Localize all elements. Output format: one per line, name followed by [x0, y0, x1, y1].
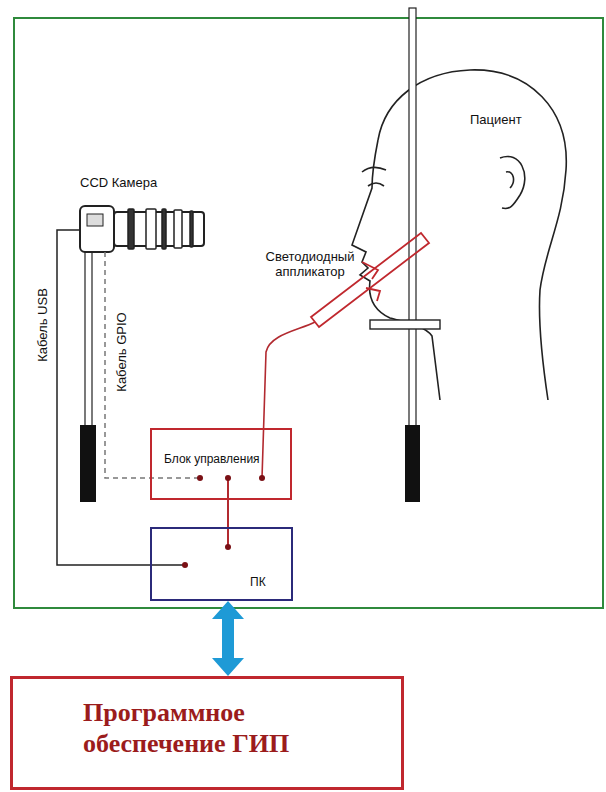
- box-text: ПК: [250, 575, 266, 589]
- face-profile: [352, 140, 440, 400]
- box-text: Блок управления: [164, 452, 260, 466]
- patient-label: Пациент: [470, 112, 522, 127]
- eye: [362, 167, 386, 186]
- stand-handle: [405, 425, 420, 502]
- ear: [500, 156, 525, 208]
- lens-rings: [128, 209, 193, 249]
- pc-box: ПК: [150, 527, 293, 601]
- control-unit-box: Блок управления: [150, 428, 292, 500]
- cables: [57, 230, 315, 565]
- camera-handle: [80, 425, 96, 502]
- software-box: Программное обеспечение ГИП: [10, 676, 404, 790]
- terminals: [182, 475, 265, 568]
- led-applicator: [311, 233, 429, 327]
- cable-label: Кабель GPIO: [114, 312, 129, 391]
- data-exchange-arrow: [212, 601, 244, 676]
- camera-pole: [85, 250, 92, 426]
- camera-connector: [87, 214, 103, 226]
- patient: [352, 70, 566, 400]
- box-text: Программное обеспечение ГИП: [83, 697, 333, 759]
- head-back: [378, 70, 566, 400]
- control-wire: [227, 478, 229, 547]
- cable-label: Кабель USB: [35, 288, 50, 362]
- camera-label: CCD Камера: [80, 175, 157, 190]
- camera-body: [80, 206, 114, 252]
- chin-rest: [370, 320, 440, 329]
- usb-cable: [57, 230, 185, 565]
- stand-pole: [409, 8, 416, 426]
- applicator-label: Светодиодный аппликатор: [262, 249, 358, 279]
- system-frame: [14, 18, 603, 608]
- gpio-cable: [105, 252, 200, 478]
- led-cable: [262, 322, 315, 478]
- control-link: [227, 500, 229, 527]
- head-stand: [370, 8, 440, 502]
